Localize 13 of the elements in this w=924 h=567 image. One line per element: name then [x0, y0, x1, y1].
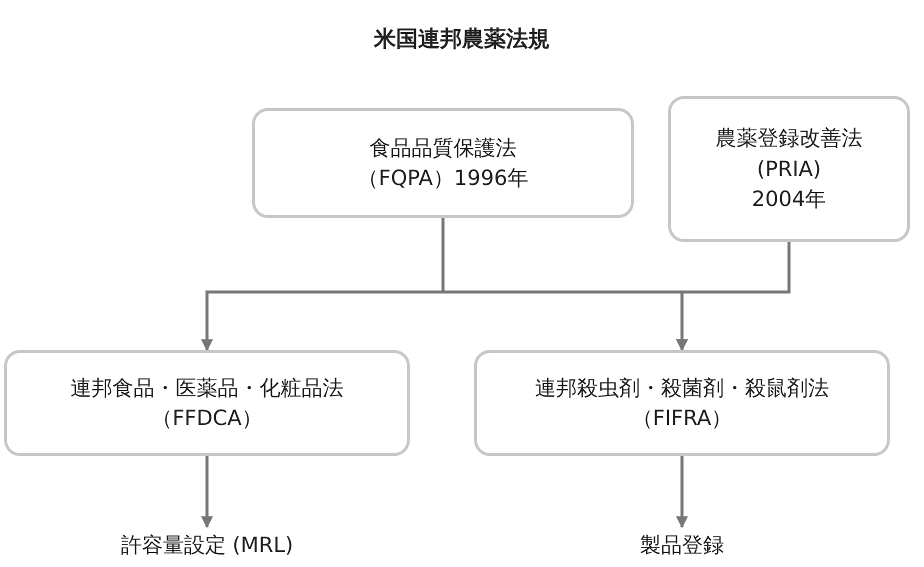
law-box [668, 96, 910, 242]
arrow [676, 456, 688, 528]
arrow [201, 456, 213, 528]
outcome-label: 許容量設定 (MRL) [57, 527, 357, 563]
law-name: 食品品質保護法（FQPA）1996年 [358, 134, 528, 192]
law-box [4, 350, 410, 456]
law-name: 連邦殺虫剤・殺菌剤・殺鼠剤法（FIFRA） [535, 374, 829, 432]
law-name: 農薬登録改善法 (PRIA) 2004年 [716, 125, 862, 214]
law-box [252, 108, 634, 218]
law-box [474, 350, 890, 456]
outcome-label: 製品登録 [532, 527, 832, 563]
law-name: 連邦食品・医薬品・化粧品法（FFDCA） [70, 374, 344, 432]
title: 米国連邦農薬法規 [372, 26, 551, 54]
